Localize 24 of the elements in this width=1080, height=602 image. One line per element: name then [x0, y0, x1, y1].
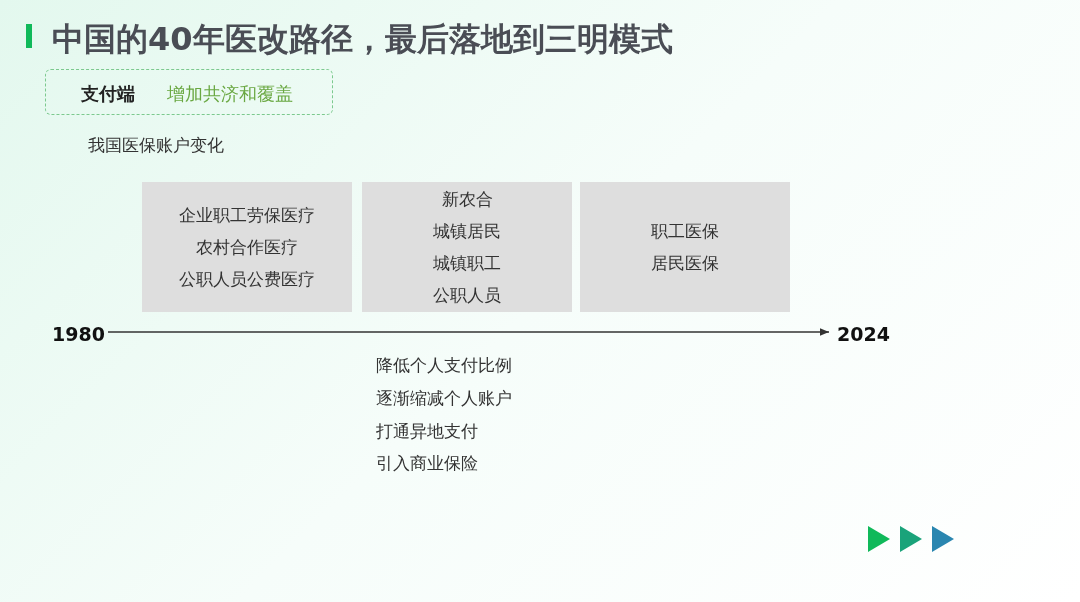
box-text: 公职人员公费医疗 — [179, 268, 315, 291]
box-text: 居民医保 — [651, 252, 719, 275]
note-text: 引入商业保险 — [376, 452, 478, 475]
box-text: 城镇职工 — [433, 252, 501, 275]
timeline-arrow — [107, 328, 830, 336]
title: 中国的40年医改路径，最后落地到三明模式 — [52, 19, 673, 60]
subheading: 我国医保账户变化 — [88, 134, 224, 157]
period-box — [142, 182, 352, 312]
box-text: 职工医保 — [651, 220, 719, 243]
year-label: 2024 — [837, 323, 890, 345]
year-label: 1980 — [52, 323, 105, 345]
box-text: 公职人员 — [433, 284, 501, 307]
box-text: 城镇居民 — [433, 220, 501, 243]
box-text: 农村合作医疗 — [196, 236, 298, 259]
box-text: 增加共济和覆盖 — [167, 82, 293, 106]
box-text: 企业职工劳保医疗 — [179, 204, 315, 227]
period-box — [362, 182, 572, 312]
note-text: 打通异地支付 — [376, 420, 478, 443]
note-text: 逐渐缩减个人账户 — [376, 387, 512, 410]
box-text: 新农合 — [441, 188, 493, 211]
box-heading: 支付端 — [81, 82, 135, 106]
note-text: 降低个人支付比例 — [376, 354, 512, 377]
dashed-box — [45, 69, 333, 115]
period-box — [580, 182, 790, 312]
